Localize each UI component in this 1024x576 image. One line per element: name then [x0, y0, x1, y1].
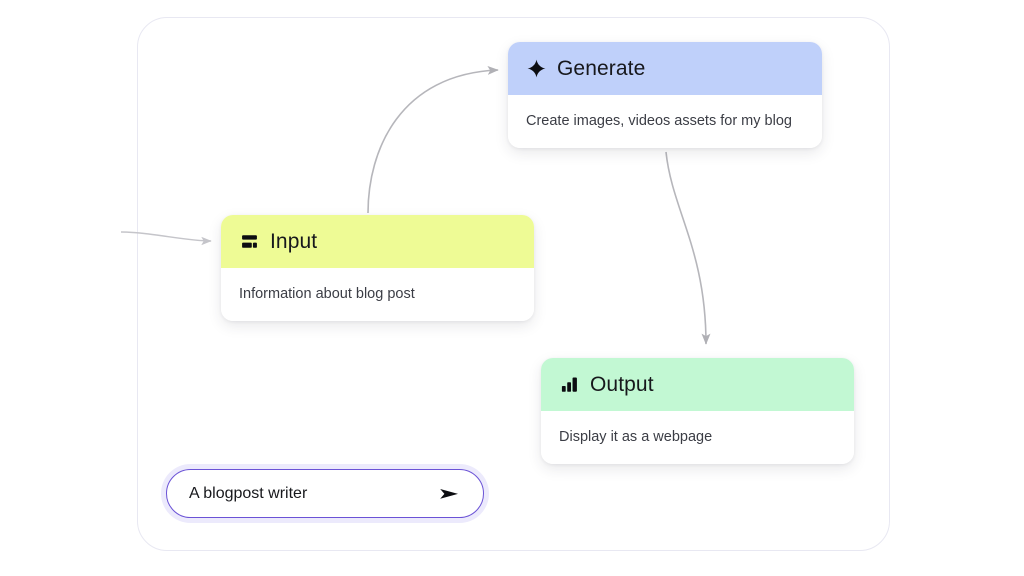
node-input-header: Input: [221, 215, 534, 268]
node-generate-description: Create images, videos assets for my blog: [526, 112, 792, 129]
node-output-body: Display it as a webpage: [541, 411, 854, 464]
sparkle-icon: [526, 59, 546, 79]
node-output-description: Display it as a webpage: [559, 428, 713, 445]
bar-chart-icon: [559, 375, 579, 395]
node-output-title: Output: [590, 373, 654, 396]
node-input-description: Information about blog post: [239, 285, 415, 302]
node-input-title: Input: [270, 230, 318, 253]
node-output[interactable]: Output Display it as a webpage: [541, 358, 854, 464]
send-arrow-icon[interactable]: [437, 482, 461, 506]
prompt-input-value[interactable]: A blogpost writer: [189, 484, 308, 502]
node-generate-body: Create images, videos assets for my blog: [508, 95, 822, 148]
node-generate-header: Generate: [508, 42, 822, 95]
node-generate-title: Generate: [557, 57, 646, 80]
prompt-halo: A blogpost writer: [161, 464, 489, 523]
stacked-bars-icon: [239, 232, 259, 252]
node-input-body: Information about blog post: [221, 268, 534, 321]
node-input[interactable]: Input Information about blog post: [221, 215, 534, 321]
prompt-input-container[interactable]: A blogpost writer: [166, 469, 484, 518]
node-generate[interactable]: Generate Create images, videos assets fo…: [508, 42, 822, 148]
node-output-header: Output: [541, 358, 854, 411]
